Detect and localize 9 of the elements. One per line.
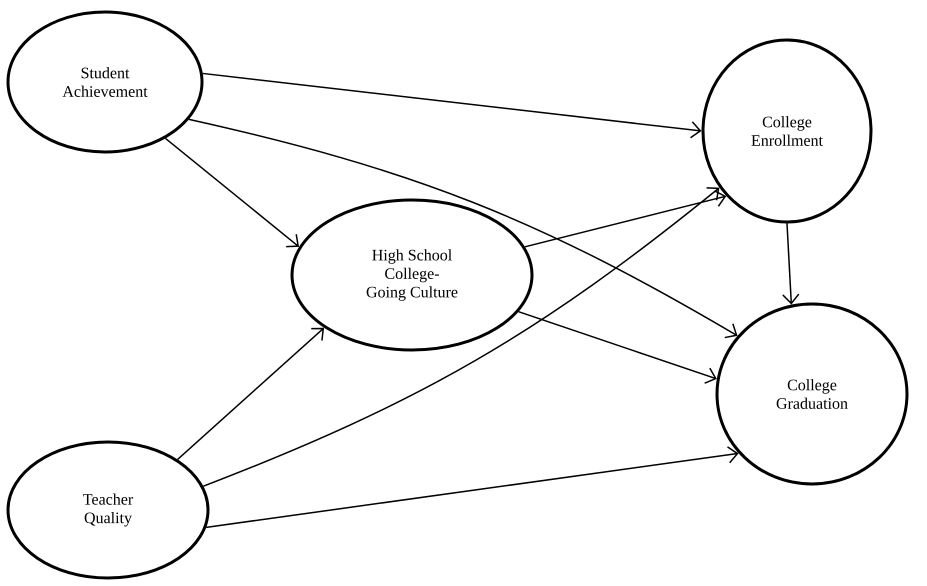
arrow	[524, 190, 726, 248]
arrow	[518, 310, 717, 384]
arrow	[177, 328, 324, 460]
arrow	[782, 223, 800, 305]
arrow	[206, 446, 739, 528]
arrow	[203, 187, 720, 487]
arrow	[165, 138, 300, 248]
arrow	[202, 72, 702, 138]
arrow	[188, 118, 738, 338]
